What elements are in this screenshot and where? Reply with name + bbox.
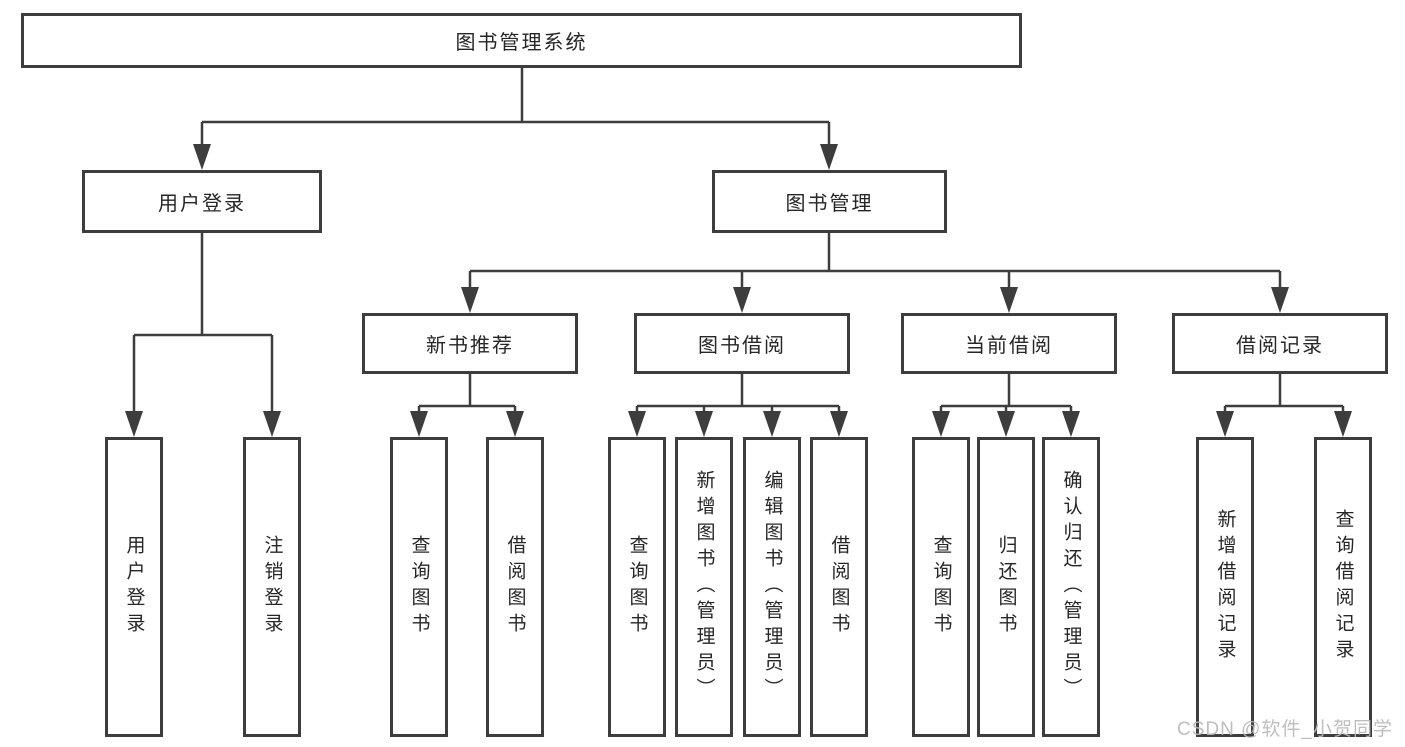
leaf-label: 归还图书 — [995, 535, 1017, 639]
node-root-system: 图书管理系统 — [21, 13, 1022, 68]
leaf-query-books-recommend: 查询图书 — [390, 437, 448, 737]
leaf-label: 借阅图书 — [828, 535, 850, 639]
node-label: 新书推荐 — [426, 335, 514, 357]
leaf-label: 注销登录 — [261, 535, 283, 639]
leaf-label: 查询图书 — [930, 535, 952, 639]
node-new-book-recommendation: 新书推荐 — [362, 313, 578, 374]
leaf-label: 查询图书 — [408, 535, 430, 639]
leaf-query-books-borrowing: 查询图书 — [608, 437, 666, 737]
leaf-add-books-admin: 新增图书（管理员） — [675, 437, 733, 737]
node-current-borrowing: 当前借阅 — [901, 313, 1117, 374]
node-label: 用户登录 — [158, 193, 246, 215]
node-label: 借阅记录 — [1236, 335, 1324, 357]
arrowheads — [125, 144, 1352, 437]
node-label: 图书管理 — [785, 193, 874, 215]
leaf-label: 借阅图书 — [504, 535, 526, 639]
leaf-label: 用户登录 — [123, 535, 145, 639]
leaf-query-books-current: 查询图书 — [912, 437, 970, 737]
leaf-borrow-books-recommend: 借阅图书 — [486, 437, 544, 737]
leaf-label: 编辑图书（管理员） — [761, 470, 783, 704]
leaf-label: 新增借阅记录 — [1214, 509, 1236, 665]
node-label: 图书借阅 — [698, 335, 786, 357]
node-root-label: 图书管理系统 — [455, 32, 588, 54]
leaf-user-login: 用户登录 — [105, 437, 163, 737]
node-user-login-module: 用户登录 — [82, 170, 322, 233]
leaf-label: 新增图书（管理员） — [693, 470, 715, 704]
leaf-borrow-books: 借阅图书 — [810, 437, 868, 737]
node-book-borrowing: 图书借阅 — [634, 313, 850, 374]
node-label: 当前借阅 — [965, 335, 1053, 357]
leaf-add-borrow-record: 新增借阅记录 — [1196, 437, 1254, 737]
leaf-return-books: 归还图书 — [977, 437, 1035, 737]
leaf-query-borrow-record: 查询借阅记录 — [1314, 437, 1372, 737]
node-book-management-module: 图书管理 — [712, 170, 947, 233]
leaf-label: 确认归还（管理员） — [1060, 470, 1082, 704]
leaf-logout: 注销登录 — [243, 437, 301, 737]
csdn-watermark: CSDN @软件_小贺同学 — [1177, 719, 1393, 740]
leaf-label: 查询图书 — [626, 535, 648, 639]
leaf-confirm-return-admin: 确认归还（管理员） — [1042, 437, 1100, 737]
node-borrowing-records: 借阅记录 — [1172, 313, 1388, 374]
leaf-edit-books-admin: 编辑图书（管理员） — [743, 437, 801, 737]
leaf-label: 查询借阅记录 — [1332, 509, 1354, 665]
